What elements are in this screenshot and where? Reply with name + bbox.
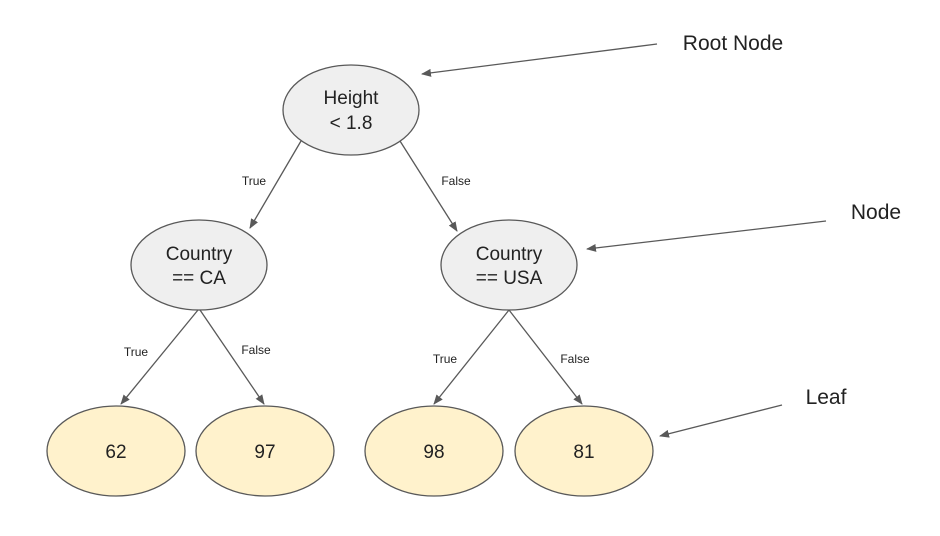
root-node: Height < 1.8 [282,64,420,156]
left-node-label-line1: Country [166,244,233,265]
callout-label-leaf: Leaf [806,386,847,409]
leaf-node-2-value: 97 [254,442,275,463]
leaf-node-3: 98 [364,405,504,497]
right-node-label-line2: == USA [476,268,543,289]
edge-right-to-leaf-3 [433,309,510,405]
edge-label-right-right: False [560,352,590,366]
edge-label-root-right: False [441,174,471,188]
callout-arrow-root [421,43,658,77]
leaf-node-4: 81 [514,405,654,497]
edge-label-right-left: True [433,352,458,366]
edge-right-to-leaf-4 [508,309,583,405]
root-node-label-line2: < 1.8 [330,113,373,134]
edge-left-to-leaf-1 [120,309,199,405]
root-node-label-line1: Height [324,88,380,109]
leaf-node-1-value: 62 [105,442,126,463]
leaf-node-4-value: 81 [573,442,594,463]
leaf-node-2: 97 [195,405,335,497]
edge-root-to-left [249,140,302,229]
left-node-label-line2: == CA [172,268,226,289]
leaf-node-1: 62 [46,405,186,497]
edge-label-left-right: False [241,343,271,357]
edge-left-to-leaf-2 [199,309,265,405]
edge-label-left-left: True [124,345,149,359]
leaf-node-3-value: 98 [423,442,444,463]
callout-label-node: Node [851,201,901,224]
callout-arrow-node [586,220,827,252]
edge-label-root-left: True [242,174,267,188]
left-decision-node: Country == CA [130,219,268,311]
right-node-label-line1: Country [476,244,543,265]
right-decision-node: Country == USA [440,219,578,311]
edge-root-to-right [399,140,458,232]
callout-arrow-leaf [659,404,783,438]
callout-label-root-node: Root Node [683,32,783,55]
